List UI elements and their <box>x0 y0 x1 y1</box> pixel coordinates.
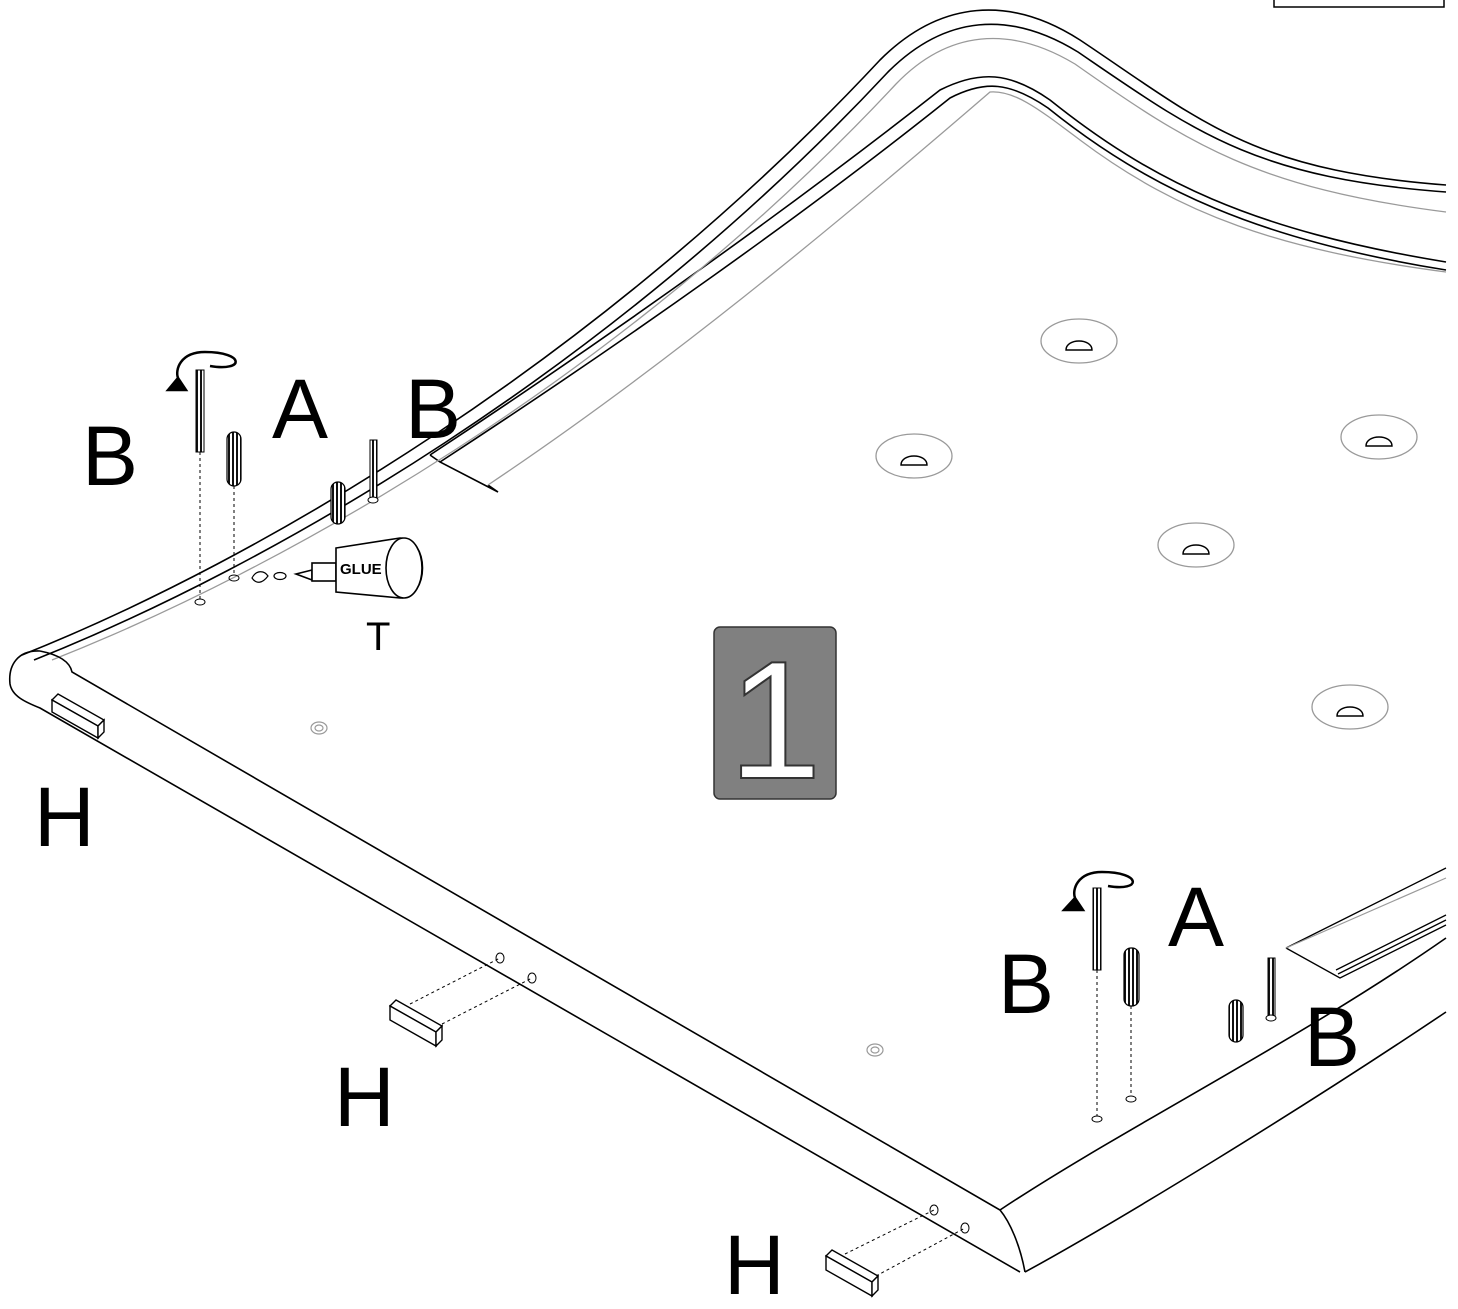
headboard-panel <box>21 9 1447 661</box>
glue-drops <box>251 571 287 583</box>
bolt-right-rotating <box>1091 887 1103 1123</box>
side-rail-light <box>1285 877 1447 949</box>
step-number: 1 <box>728 626 821 814</box>
label-bolt-right-2: B <box>1304 990 1360 1084</box>
bolt-left-2 <box>367 439 379 504</box>
frame-box <box>1273 0 1445 8</box>
headboard-inner <box>51 37 1447 661</box>
side-rail <box>1285 867 1447 979</box>
label-dowel-left: A <box>272 362 328 456</box>
glue-label: GLUE <box>340 561 382 578</box>
dowel-left <box>226 431 242 582</box>
base-panel <box>9 650 1447 1273</box>
glue-bottle-icon: GLUE <box>293 537 424 599</box>
label-bolt-left: B <box>82 409 138 503</box>
bolt-right-2 <box>1265 957 1277 1022</box>
panel-recess-cores <box>900 340 1393 717</box>
label-dowel-right: A <box>1168 870 1224 964</box>
label-bolt-right: B <box>998 937 1054 1031</box>
label-cap-left: H <box>34 770 95 864</box>
bolt-left-rotating <box>194 369 206 606</box>
end-cap-icon <box>50 693 106 740</box>
end-cap-bottom <box>824 1204 970 1298</box>
dowel-right <box>1123 947 1140 1103</box>
small-markers <box>310 721 884 1057</box>
label-tool: T <box>366 615 390 659</box>
rotate-arrow-icon <box>165 350 237 392</box>
rotate-arrow-icon <box>1061 870 1134 912</box>
label-bolt-left-2: B <box>405 362 461 456</box>
dowel-left-2 <box>330 481 346 525</box>
label-cap-middle: H <box>334 1050 395 1144</box>
end-cap-middle <box>388 952 537 1048</box>
panel-recesses <box>875 318 1418 730</box>
label-cap-bottom: H <box>724 1218 785 1304</box>
step-badge: 1 <box>713 625 837 815</box>
dowel-right-2 <box>1228 999 1244 1043</box>
